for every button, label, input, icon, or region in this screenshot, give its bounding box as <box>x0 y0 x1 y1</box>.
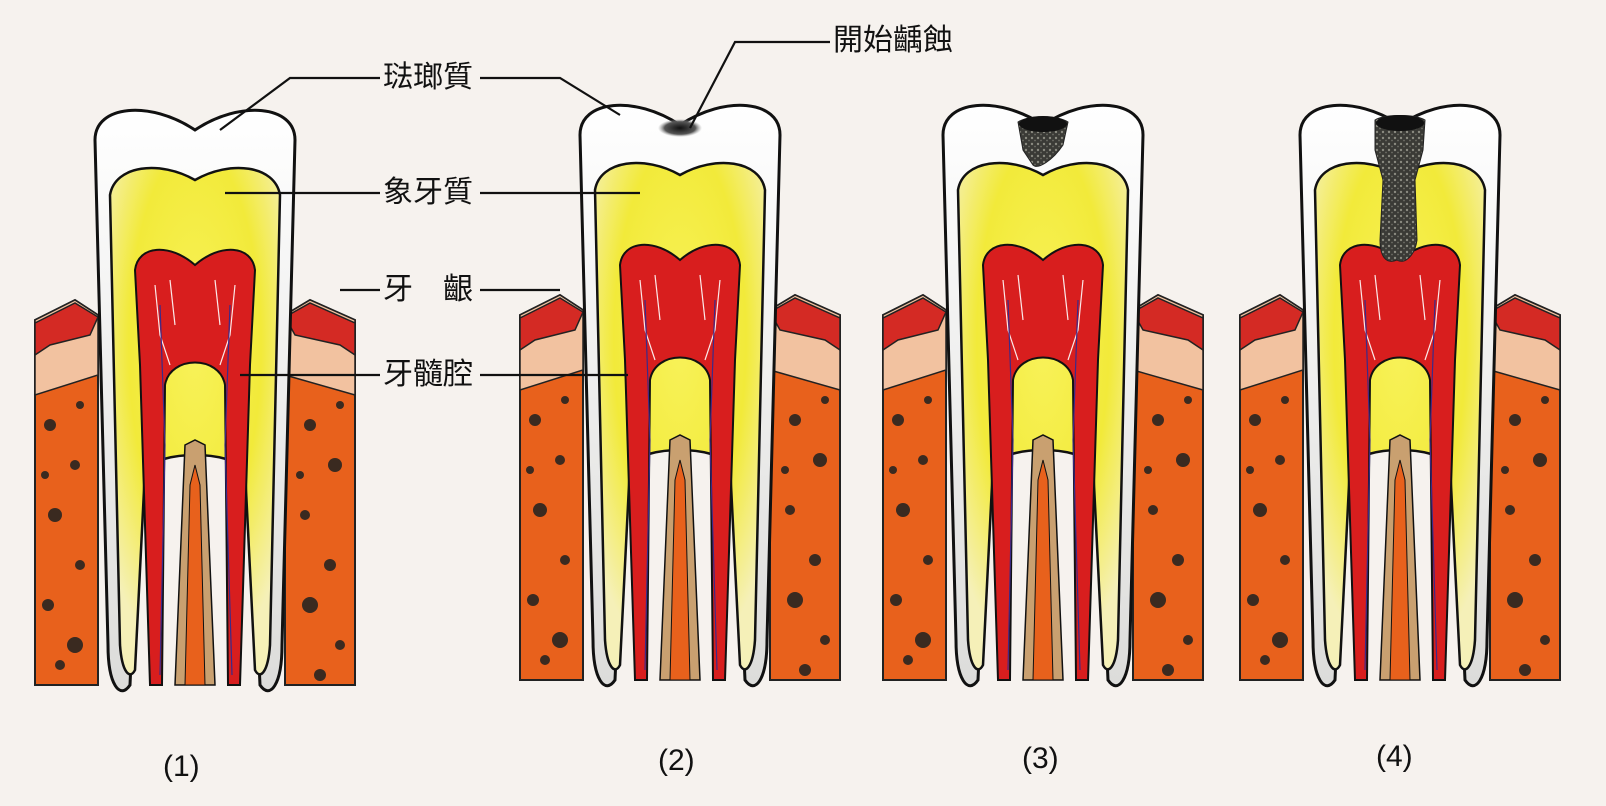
label-gum: 牙 齦 <box>383 275 473 305</box>
tooth-stage-1 <box>35 110 355 690</box>
stage-label-3: (3) <box>1022 744 1059 774</box>
stage-label-4: (4) <box>1376 742 1413 772</box>
stage-label-2: (2) <box>658 746 695 776</box>
label-caries-start: 開始齲蝕 <box>833 26 953 56</box>
label-pulp-cavity: 牙髓腔 <box>383 360 473 390</box>
tooth-stage-3 <box>883 105 1203 685</box>
label-dentin: 象牙質 <box>383 178 473 208</box>
stage-label-1: (1) <box>163 752 200 782</box>
tooth-stage-4 <box>1240 105 1560 685</box>
label-enamel: 琺瑯質 <box>383 63 473 93</box>
initial-decay-spot <box>658 119 702 137</box>
